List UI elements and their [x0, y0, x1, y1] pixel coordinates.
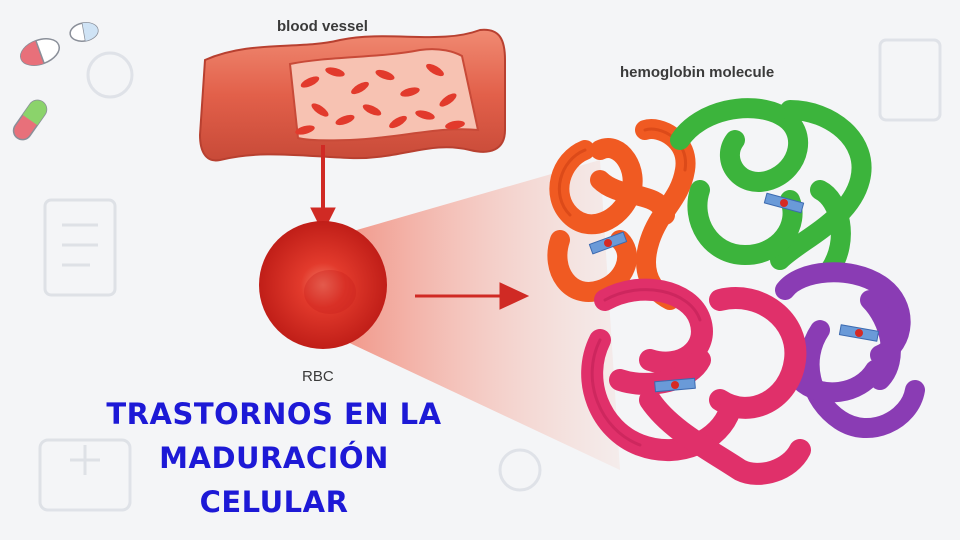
- slide-title: TRASTORNOS EN LA MADURACIÓN CELULAR: [34, 392, 514, 524]
- arrow-down-icon: [310, 145, 336, 234]
- chain-magenta-shade: [590, 288, 702, 447]
- slide-title-line-1: TRASTORNOS EN LA MADURACIÓN: [106, 397, 442, 475]
- pill-icon: [69, 22, 99, 42]
- heme-group: [588, 231, 628, 255]
- slide-title-line-2: CELULAR: [199, 485, 349, 519]
- chain-green: [670, 98, 872, 280]
- arrow-right-icon: [415, 282, 530, 310]
- heme-group: [838, 324, 880, 342]
- heme-group: [763, 192, 805, 214]
- capsule-icon: [12, 99, 48, 141]
- red-blood-cell: [259, 221, 387, 349]
- blood-vessel: [198, 28, 506, 162]
- hemoglobin-molecule: [547, 98, 925, 485]
- heme-group: [654, 377, 696, 393]
- blood-vessel-label: blood vessel: [277, 18, 368, 35]
- chain-purple: [775, 262, 925, 439]
- hemoglobin-molecule-label: hemoglobin molecule: [620, 64, 775, 81]
- rbc-label: RBC: [302, 368, 334, 385]
- chain-magenta: [581, 278, 811, 485]
- magnify-cone: [322, 160, 620, 470]
- pill-icon: [20, 38, 60, 66]
- background-doodles: [38, 38, 942, 512]
